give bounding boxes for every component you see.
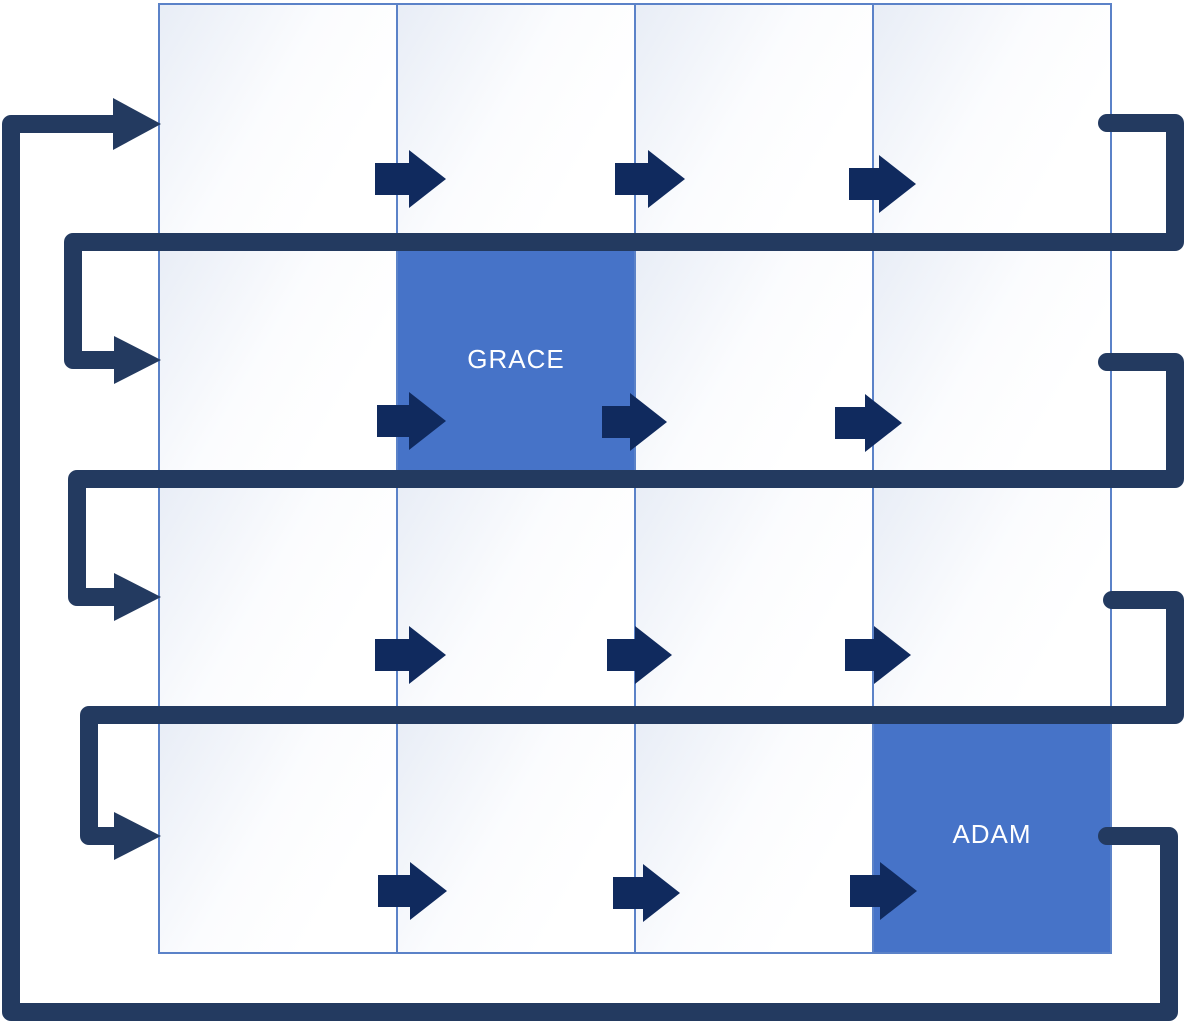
grid-cell-r3c3: [636, 479, 872, 715]
entry-arrow-icon: [113, 98, 161, 150]
grid-cell-r2c3: [636, 242, 872, 478]
adam-label: ADAM: [952, 818, 1032, 849]
grid-cell-r3c4: [874, 479, 1110, 715]
flow-grid: GRACE ADAM: [158, 3, 1112, 954]
grid-cell-r1c3: [636, 5, 872, 241]
grid-cell-r4c3: [636, 716, 872, 952]
entry-arrow-icon: [114, 573, 161, 621]
grid-cell-r4c2: [398, 716, 634, 952]
grid-cell-r4c1: [160, 716, 396, 952]
grid-cell-r1c4: [874, 5, 1110, 241]
entry-arrow-icon: [114, 812, 161, 860]
highlighted-cell-adam: ADAM: [874, 716, 1110, 952]
grid-cell-r1c1: [160, 5, 396, 241]
entry-arrow-icon: [114, 336, 161, 384]
grid-cell-r1c2: [398, 5, 634, 241]
highlighted-cell-grace: GRACE: [398, 242, 634, 478]
grid-cell-r3c2: [398, 479, 634, 715]
grid-cell-r3c1: [160, 479, 396, 715]
grid-cell-r2c1: [160, 242, 396, 478]
grace-label: GRACE: [467, 344, 565, 375]
grid-cell-r2c4: [874, 242, 1110, 478]
